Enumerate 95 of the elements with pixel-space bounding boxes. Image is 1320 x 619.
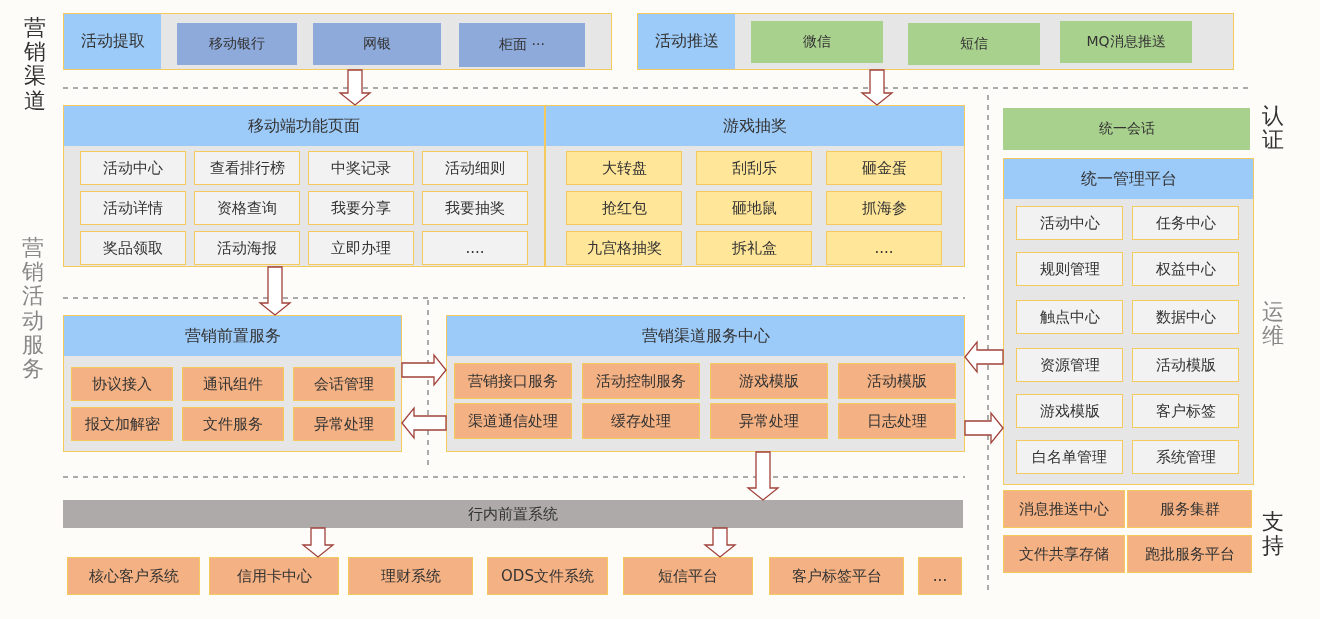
service-box: ODS文件系统	[487, 557, 608, 595]
function-box: 活动中心	[1016, 206, 1123, 240]
block-arrow	[860, 69, 894, 106]
module-panel	[1003, 158, 1254, 485]
section-label: 认证	[1262, 104, 1284, 153]
section-label: 运维	[1262, 300, 1284, 349]
service-box: 活动控制服务	[582, 363, 700, 399]
panel-header: 移动端功能页面	[64, 106, 544, 146]
service-box: 跑批服务平台	[1127, 535, 1252, 573]
function-box: 我要分享	[308, 191, 414, 225]
section-label: 营销渠道	[24, 16, 46, 113]
function-box: 资格查询	[194, 191, 300, 225]
channel-panel	[637, 13, 1234, 70]
service-box: 日志处理	[838, 403, 956, 439]
service-box: 统一会话	[1003, 108, 1250, 150]
module-panel	[446, 315, 965, 452]
service-box: 核心客户系统	[67, 557, 200, 595]
game-box: ....	[826, 231, 942, 265]
service-box: 游戏模版	[710, 363, 828, 399]
function-box: 白名单管理	[1016, 440, 1123, 474]
service-box: 报文加解密	[71, 407, 173, 441]
game-box: 拆礼盒	[696, 231, 812, 265]
service-box: 消息推送中心	[1003, 490, 1125, 528]
channel-box: 柜面 ···	[459, 23, 585, 67]
service-box: 缓存处理	[582, 403, 700, 439]
channel-box: 网银	[313, 23, 441, 65]
service-box: 会话管理	[293, 367, 395, 401]
module-panel	[545, 105, 965, 267]
block-arrow	[258, 266, 292, 316]
service-box: 异常处理	[293, 407, 395, 441]
panel-header: 统一管理平台	[1004, 159, 1253, 199]
function-box: 中奖记录	[308, 151, 414, 185]
channel-box: 移动银行	[177, 23, 297, 65]
function-box: 立即办理	[308, 231, 414, 265]
service-box: 微信	[751, 21, 883, 63]
service-box: 理财系统	[348, 557, 473, 595]
game-box: 刮刮乐	[696, 151, 812, 185]
function-box: 活动详情	[80, 191, 186, 225]
section-label: 营销活动服务	[22, 236, 44, 382]
function-box: ....	[422, 231, 528, 265]
service-box: 渠道通信处理	[454, 403, 572, 439]
function-box: 游戏模版	[1016, 394, 1123, 428]
function-box: 查看排行榜	[194, 151, 300, 185]
system-bar: 行内前置系统	[63, 500, 963, 528]
service-box: 协议接入	[71, 367, 173, 401]
function-box: 活动细则	[422, 151, 528, 185]
service-box: 活动模版	[838, 363, 956, 399]
game-box: 抓海参	[826, 191, 942, 225]
function-box: 权益中心	[1132, 252, 1239, 286]
service-box: 服务集群	[1127, 490, 1252, 528]
block-arrow	[338, 69, 372, 106]
service-box: 短信平台	[623, 557, 753, 595]
service-box: 文件服务	[182, 407, 284, 441]
block-arrow	[964, 411, 1004, 445]
function-box: 数据中心	[1132, 300, 1239, 334]
section-label: 支持	[1262, 510, 1284, 559]
game-box: 抢红包	[566, 191, 682, 225]
service-box: 通讯组件	[182, 367, 284, 401]
service-box: 异常处理	[710, 403, 828, 439]
function-box: 活动中心	[80, 151, 186, 185]
block-arrow	[746, 451, 780, 501]
service-box: ...	[918, 557, 962, 595]
service-box: 营销接口服务	[454, 363, 572, 399]
panel-header: 营销前置服务	[64, 316, 401, 356]
panel-header: 游戏抽奖	[546, 106, 964, 146]
game-box: 九宫格抽奖	[566, 231, 682, 265]
channel-label: 活动推送	[638, 14, 735, 69]
block-arrow	[401, 353, 447, 387]
service-box: MQ消息推送	[1060, 21, 1192, 63]
function-box: 客户标签	[1132, 394, 1239, 428]
service-box: 短信	[908, 23, 1040, 65]
function-box: 规则管理	[1016, 252, 1123, 286]
function-box: 活动海报	[194, 231, 300, 265]
function-box: 任务中心	[1132, 206, 1239, 240]
function-box: 资源管理	[1016, 348, 1123, 382]
service-box: 文件共享存储	[1003, 535, 1125, 573]
panel-header: 营销渠道服务中心	[447, 316, 964, 356]
service-box: 信用卡中心	[209, 557, 339, 595]
block-arrow	[964, 340, 1004, 374]
game-box: 大转盘	[566, 151, 682, 185]
function-box: 奖品领取	[80, 231, 186, 265]
service-box: 客户标签平台	[769, 557, 904, 595]
function-box: 触点中心	[1016, 300, 1123, 334]
channel-panel	[63, 13, 612, 70]
channel-label: 活动提取	[64, 14, 161, 69]
function-box: 活动模版	[1132, 348, 1239, 382]
block-arrow	[703, 527, 737, 558]
game-box: 砸金蛋	[826, 151, 942, 185]
game-box: 砸地鼠	[696, 191, 812, 225]
block-arrow	[301, 527, 335, 558]
module-panel	[63, 315, 402, 452]
function-box: 我要抽奖	[422, 191, 528, 225]
block-arrow	[401, 406, 447, 440]
function-box: 系统管理	[1132, 440, 1239, 474]
module-panel	[63, 105, 545, 267]
